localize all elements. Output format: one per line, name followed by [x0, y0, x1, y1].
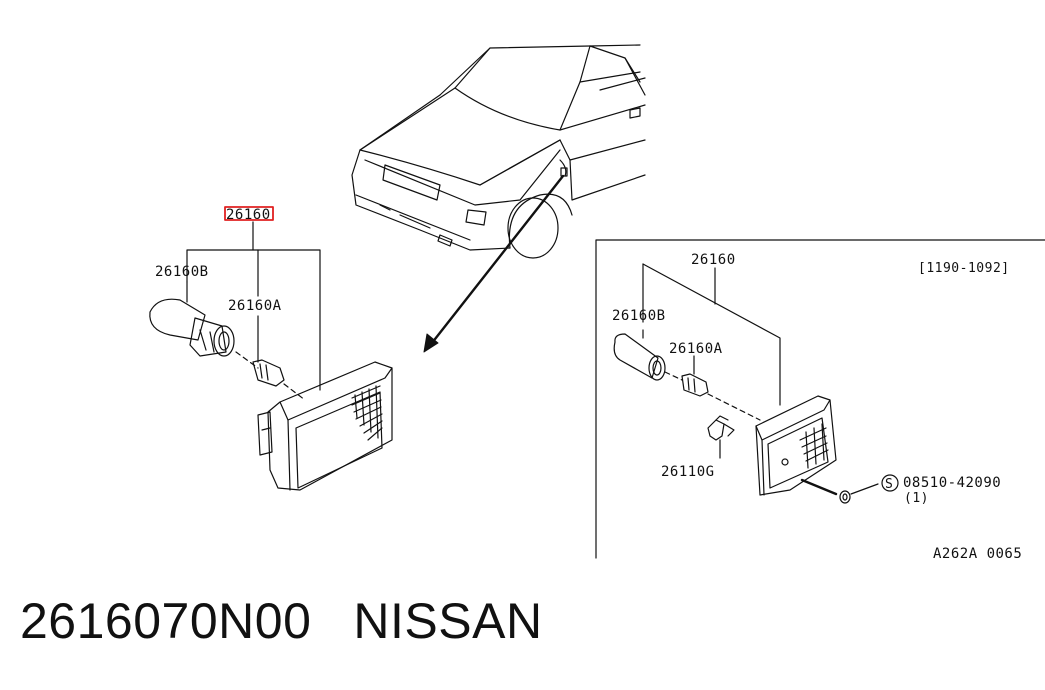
screw [800, 478, 879, 504]
label-left-26160b: 26160B [155, 264, 209, 280]
wedge-bulb [252, 359, 285, 387]
lamp-housing-inset [755, 395, 837, 496]
date-range: [1190-1092] [918, 261, 1010, 276]
label-right-26160a: 26160A [669, 341, 723, 357]
screw-symbol-circle [881, 474, 899, 492]
brand-name: NISSAN [353, 593, 543, 649]
clip-26110g [707, 415, 735, 441]
label-right-26110g: 26110G [661, 464, 715, 480]
label-right-26160b: 26160B [612, 308, 666, 324]
bulb-holder-inset [613, 333, 666, 381]
screw-quantity: (1) [904, 491, 929, 506]
label-left-26160: 26160 [226, 207, 271, 223]
caption: 2616070N00 NISSAN [20, 592, 543, 650]
reference-code: A262A 0065 [933, 546, 1022, 562]
label-right-screw: 08510-42090 [903, 475, 1001, 491]
right-inset: S 26160 [1190-1092] 26160B 26160A 26110G… [595, 239, 1045, 562]
bulb-holder [149, 298, 235, 357]
left-assembly: 26160 26160B 26160A [149, 206, 393, 491]
pointer-arrow [423, 174, 565, 353]
label-left-26160a: 26160A [228, 298, 282, 314]
label-right-26160: 26160 [691, 252, 736, 268]
car-illustration [351, 44, 646, 259]
lamp-housing [257, 361, 393, 491]
screw-symbol: S [885, 477, 893, 492]
wedge-bulb-inset [681, 373, 709, 397]
part-number: 2616070N00 [20, 593, 312, 649]
highlight-box [224, 206, 274, 221]
